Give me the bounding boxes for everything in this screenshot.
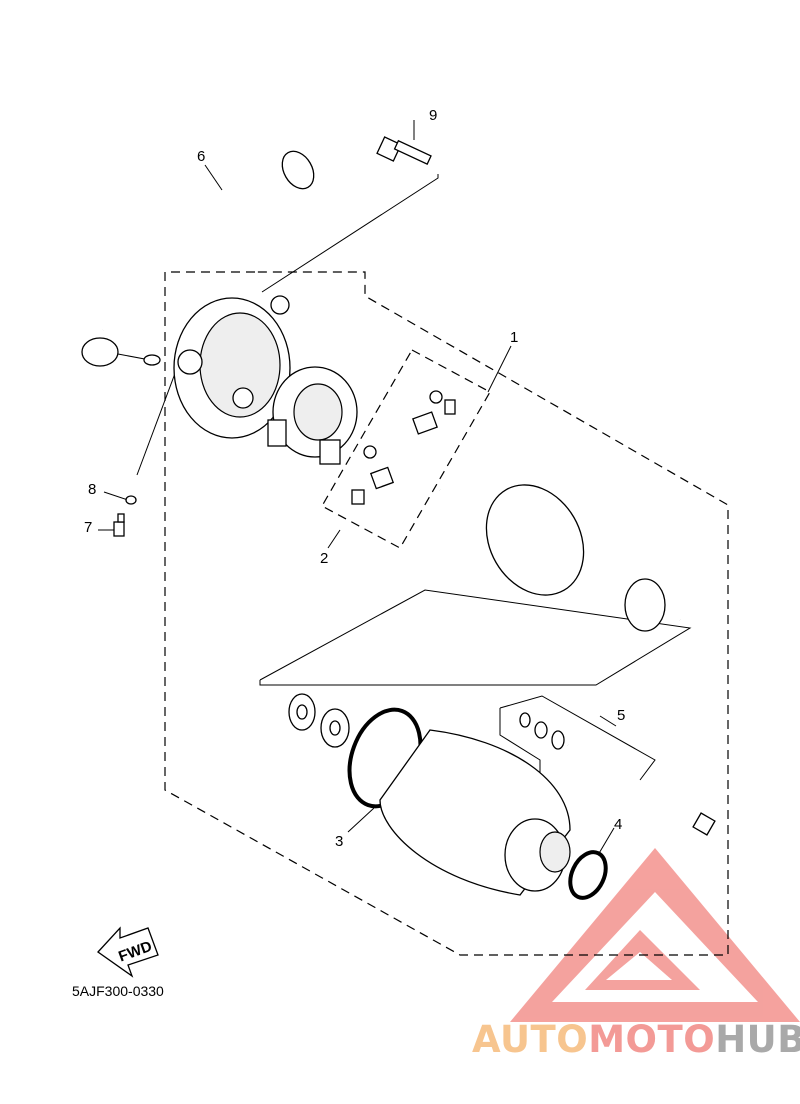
- fwd-arrow-icon: FWD: [97, 926, 159, 978]
- starter-lead-wire-6: [81, 150, 315, 367]
- callout-6: 6: [197, 148, 205, 165]
- screw-7: [113, 513, 125, 537]
- yoke-housing: [379, 729, 571, 896]
- callout-2: 2: [320, 550, 328, 567]
- armature: [438, 484, 682, 632]
- washers: [288, 693, 350, 748]
- callout-8: 8: [88, 481, 96, 498]
- rear-cover: [173, 295, 291, 439]
- diagram-code: 5AJF300-0330: [72, 983, 164, 999]
- assembly-outline: [164, 271, 729, 956]
- watermark-part-3: HUB: [715, 1018, 800, 1061]
- callout-5: 5: [617, 707, 625, 724]
- brush-holder: [267, 366, 358, 465]
- watermark-logo-icon: [510, 848, 800, 1022]
- callout-4: 4: [614, 816, 622, 833]
- o-ring-4: [568, 850, 608, 900]
- callout-9: 9: [429, 107, 437, 124]
- callout-3: 3: [335, 833, 343, 850]
- bolt-9: [376, 136, 432, 166]
- watermark-part-1: AUTO: [472, 1018, 589, 1061]
- callout-7: 7: [84, 519, 92, 536]
- brush-set-outline: [321, 349, 491, 549]
- callout-1: 1: [510, 329, 518, 346]
- through-bolt-5: [519, 712, 716, 836]
- watermark-part-2: MOTO: [588, 1018, 716, 1061]
- leader-lines: [98, 120, 692, 856]
- watermark-text: AUTOMOTOHUB: [472, 1018, 800, 1061]
- brush-set-2: [351, 390, 456, 505]
- washer-8: [125, 495, 137, 505]
